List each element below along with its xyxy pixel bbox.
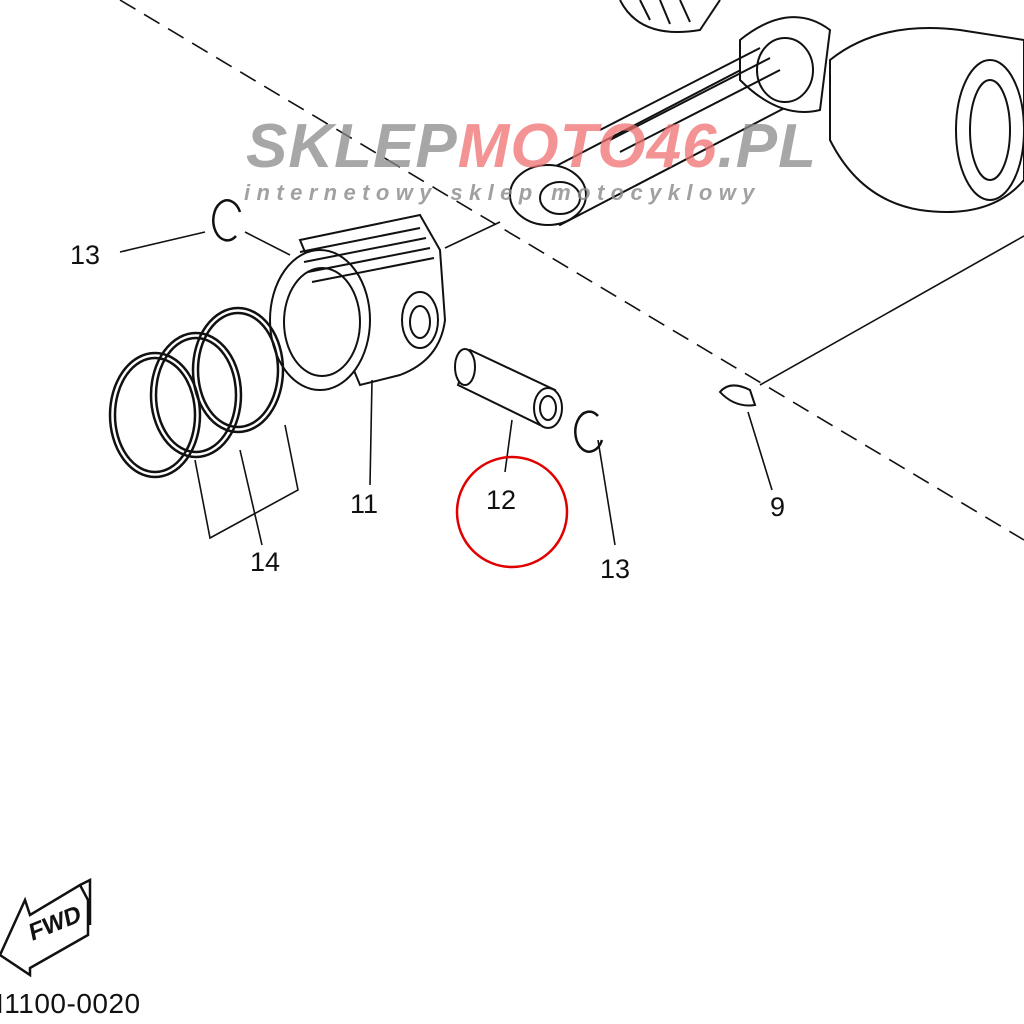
label-clip-left: 13	[70, 240, 101, 270]
crankshaft	[619, 0, 1024, 213]
highlight-circle	[455, 455, 569, 569]
watermark-part1: SKLEP	[246, 112, 458, 181]
leader-line	[597, 439, 616, 546]
label-piston: 11	[350, 489, 379, 519]
leader-line	[444, 221, 501, 249]
leader-line	[119, 231, 206, 253]
label-rings: 14	[250, 547, 281, 577]
label-clip-right: 13	[600, 554, 631, 584]
watermark-subtitle: internetowy sklep motocyklowy	[244, 180, 761, 205]
leader-line	[369, 379, 373, 486]
watermark-logo: SKLEPMOTO46.PL	[246, 116, 817, 178]
piston-pin	[454, 348, 563, 429]
circlip-right	[574, 410, 604, 453]
piston	[269, 213, 447, 391]
leader-line	[244, 231, 291, 256]
piston-rings	[108, 306, 285, 479]
fwd-arrow-icon	[0, 877, 92, 978]
leader-line	[747, 411, 773, 491]
diagram-code: I1100-0020	[0, 988, 141, 1019]
circlip-left	[212, 199, 242, 242]
watermark-part2: MOTO46	[457, 112, 718, 181]
leader-line	[504, 419, 513, 473]
label-key: 9	[770, 492, 786, 522]
leader-line	[759, 235, 1024, 386]
label-piston-pin: 12	[486, 485, 517, 515]
watermark-part3: .PL	[717, 112, 817, 181]
dashed-axis-line	[119, 0, 1024, 541]
woodruff-key	[718, 384, 757, 407]
connecting-rod	[508, 16, 832, 227]
rings-bracket	[194, 424, 299, 546]
